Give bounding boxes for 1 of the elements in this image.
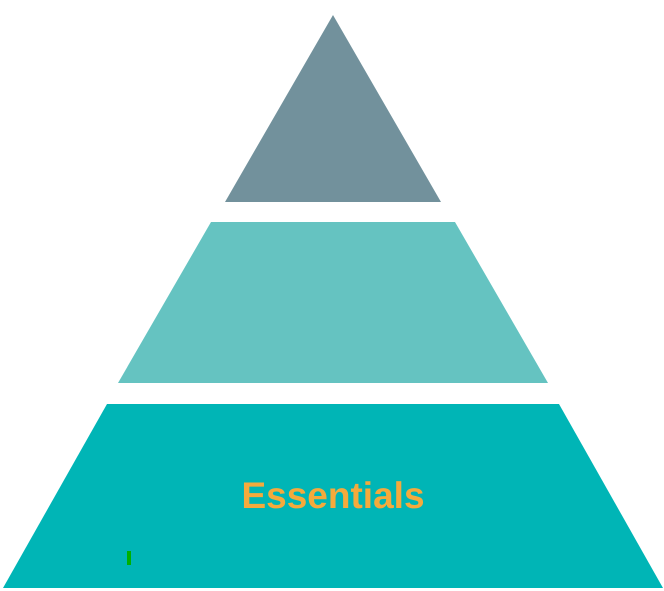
tier-label: Essentials (241, 475, 425, 517)
